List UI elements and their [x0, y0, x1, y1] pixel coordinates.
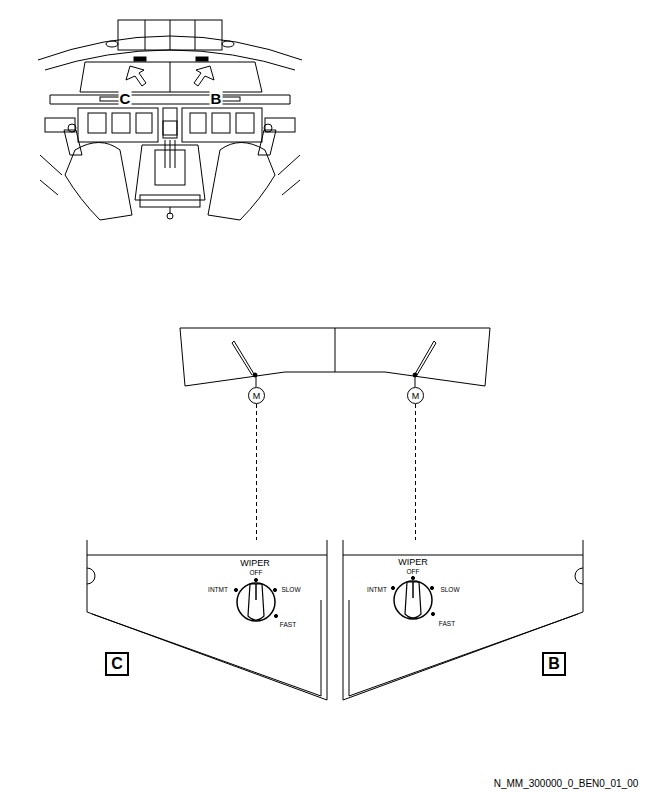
- control-link: [415, 404, 416, 540]
- view-arrow: [126, 66, 146, 86]
- overhead-panel: [118, 20, 222, 50]
- figure-id: N_MM_300000_0_BEN0_01_00: [494, 779, 639, 789]
- switch-position: FAST: [439, 621, 455, 628]
- wiper-title: WIPER: [240, 559, 270, 568]
- switch-position: SLOW: [440, 587, 459, 594]
- control-panel: WIPER OFF INTMT SLOW FAST: [338, 538, 588, 706]
- switch-position: FAST: [280, 622, 296, 629]
- view-letter-box: B: [542, 652, 566, 676]
- view-letter: B: [210, 91, 223, 106]
- instrument-panel: [78, 108, 158, 142]
- control-panel: WIPER OFF INTMT SLOW FAST: [85, 538, 335, 706]
- node-label: B: [548, 656, 560, 672]
- motor-symbol: M: [248, 387, 265, 404]
- wiper-title: WIPER: [398, 558, 428, 567]
- switch-position: INTMT: [367, 587, 387, 594]
- node-label: M: [412, 391, 420, 400]
- node-label: M: [253, 391, 261, 400]
- view-letter-box: C: [105, 652, 129, 676]
- windshield: [180, 328, 490, 386]
- switch-position: SLOW: [281, 587, 300, 594]
- wiper-arm: [232, 341, 254, 375]
- view-letter: C: [119, 91, 132, 106]
- view-arrow: [194, 66, 214, 86]
- switch-position: INTMT: [208, 587, 228, 594]
- motor-symbol: M: [407, 387, 424, 404]
- wiper-arm: [415, 341, 436, 375]
- pilot-seat: [65, 143, 132, 221]
- instrument-panel: [182, 108, 262, 142]
- node-label: C: [111, 656, 123, 672]
- switch-position: OFF: [250, 570, 263, 577]
- switch-position: OFF: [407, 569, 420, 576]
- pilot-seat: [208, 143, 275, 221]
- glareshield: [50, 95, 290, 104]
- windshield: [80, 62, 262, 92]
- control-link: [256, 404, 257, 540]
